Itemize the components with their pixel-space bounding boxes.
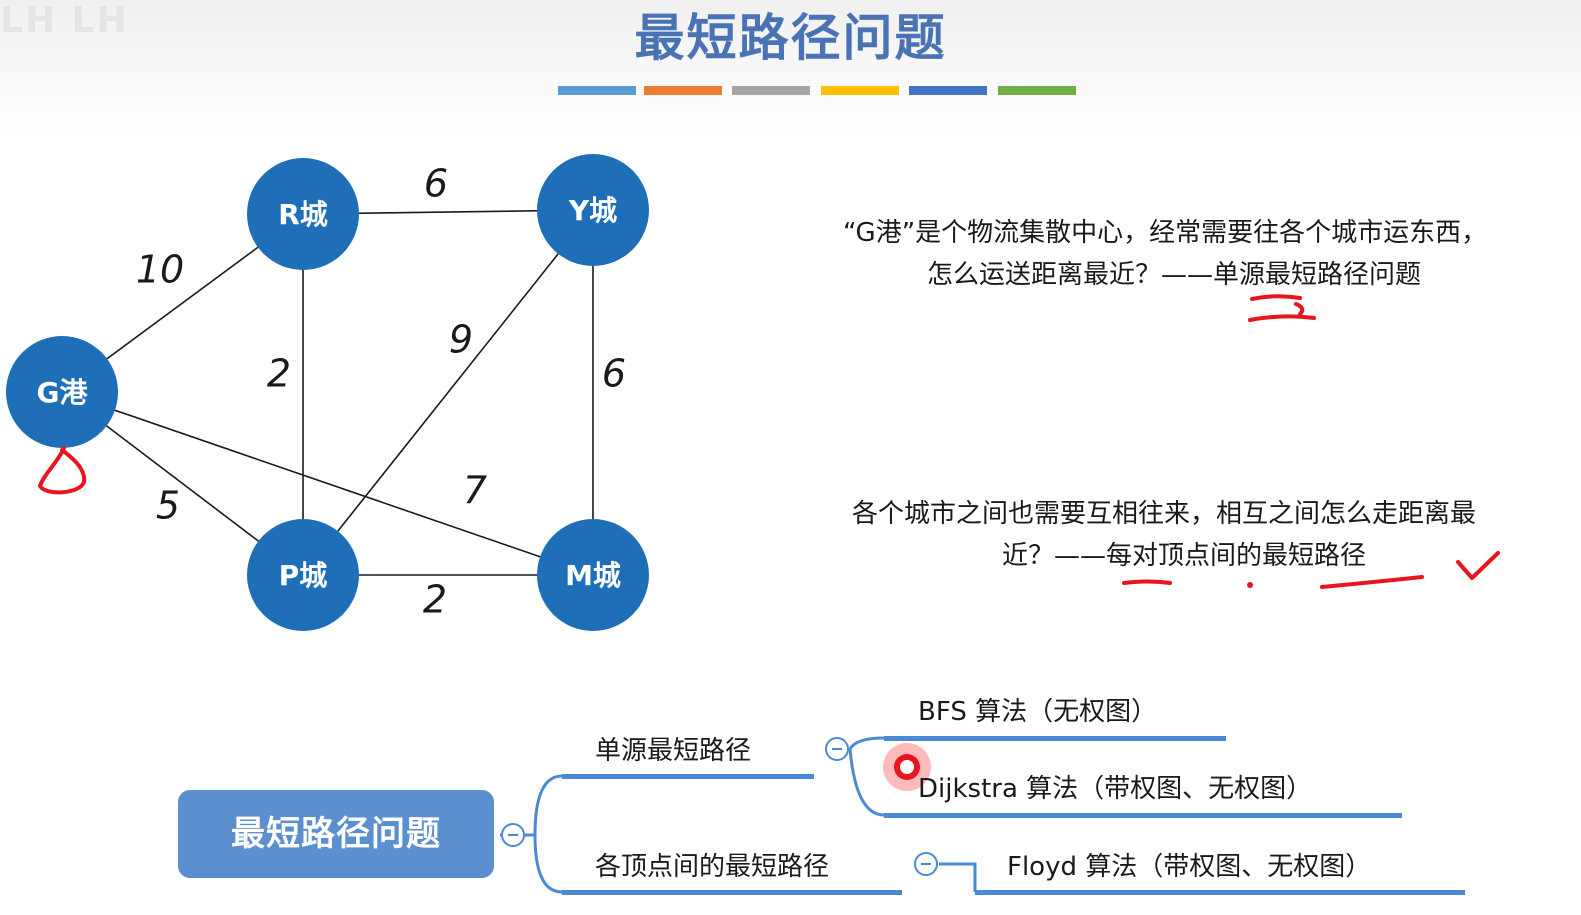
text-block-1-line-2: 怎么运送距离最近？——单源最短路径问题 [927,260,1422,290]
text-block-1-line-1: “G港”是个物流集散中心，经常需要往各个城市运东西， [843,218,1488,248]
mindmap-branch-2-label[interactable]: 各顶点间的最短路径 [595,852,830,882]
annotation-underline-1 [1248,294,1316,322]
edge-G-M [61,391,594,576]
mindmap-branch-1-underline [562,774,814,779]
node-R[interactable] [247,158,359,270]
node-label-Y: Y城 [568,194,617,227]
watermark: LH LH [0,0,129,41]
edge-weight-R-Y: 6 [424,162,448,206]
accent-bar-4 [821,86,899,95]
mindmap-branch-1-child-1[interactable]: BFS 算法（无权图） [918,697,1158,727]
mindmap-root-collapse-icon[interactable] [501,823,525,847]
edge-weight-G-P: 5 [156,484,180,528]
mindmap-branch-2-collapse-icon[interactable] [914,852,938,876]
text-block-2-line-1: 各个城市之间也需要互相往来，相互之间怎么走距离最 [852,499,1477,529]
edge-weight-Y-M: 6 [602,352,626,396]
mindmap-root[interactable]: 最短路径问题 [178,790,494,878]
accent-bar-5 [909,86,987,95]
mindmap-branch-1-child-1-underline [884,736,1226,741]
edge-weight-G-R: 10 [136,248,184,292]
mindmap-connector-child-3 [939,862,977,892]
node-G[interactable] [6,336,118,448]
edge-P-Y [302,209,594,576]
mindmap-branch-1-child-2-underline [884,813,1402,818]
mindmap-branch-2-child-1-underline [975,890,1465,895]
accent-bar-2 [644,86,722,95]
node-label-P: P城 [279,559,328,592]
edge-weight-G-M: 7 [463,469,487,513]
mindmap-branch-1-collapse-icon[interactable] [825,737,849,761]
node-M[interactable] [537,519,649,631]
mindmap-connector-branch-2 [533,834,563,894]
edge-weight-P-Y: 9 [449,318,473,362]
annotation-underline-2b [1320,575,1424,589]
annotation-check-icon [1456,551,1500,580]
mindmap-connector-child-1 [848,736,885,750]
accent-bar-3 [732,86,810,95]
text-block-1: “G港”是个物流集散中心，经常需要往各个城市运东西， 怎么运送距离最近？——单源… [843,212,1487,296]
node-P[interactable] [247,519,359,631]
slide-title: 最短路径问题 [634,9,947,67]
node-label-M: M城 [565,559,621,592]
node-label-G: G港 [37,376,89,409]
mindmap-connector-branch-1 [500,774,563,837]
annotation-dot [1247,582,1253,588]
text-block-2-line-2: 近？——每对顶点间的最短路径 [1002,541,1367,571]
mindmap-branch-1-label[interactable]: 单源最短路径 [595,736,752,766]
edge-weight-P-M: 2 [423,578,447,622]
annotation-underline-2a [1122,579,1172,585]
header-band [0,0,1581,135]
laser-pointer-center [900,760,914,774]
edge-weight-R-P: 2 [267,352,291,396]
mindmap-branch-2-underline [562,890,902,895]
node-Y[interactable] [537,154,649,266]
text-block-2: 各个城市之间也需要互相往来，相互之间怎么走距离最 近？——每对顶点间的最短路径 [852,493,1476,577]
mindmap-branch-1-child-2[interactable]: Dijkstra 算法（带权图、无权图） [918,774,1313,804]
accent-bar-6 [998,86,1076,95]
mindmap-branch-2-child-1[interactable]: Floyd 算法（带权图、无权图） [1007,852,1372,882]
node-label-R: R城 [278,198,328,231]
accent-bar-1 [558,86,636,95]
annotation-triangle-mark [38,446,87,495]
mindmap-connector-child-2 [848,748,885,817]
